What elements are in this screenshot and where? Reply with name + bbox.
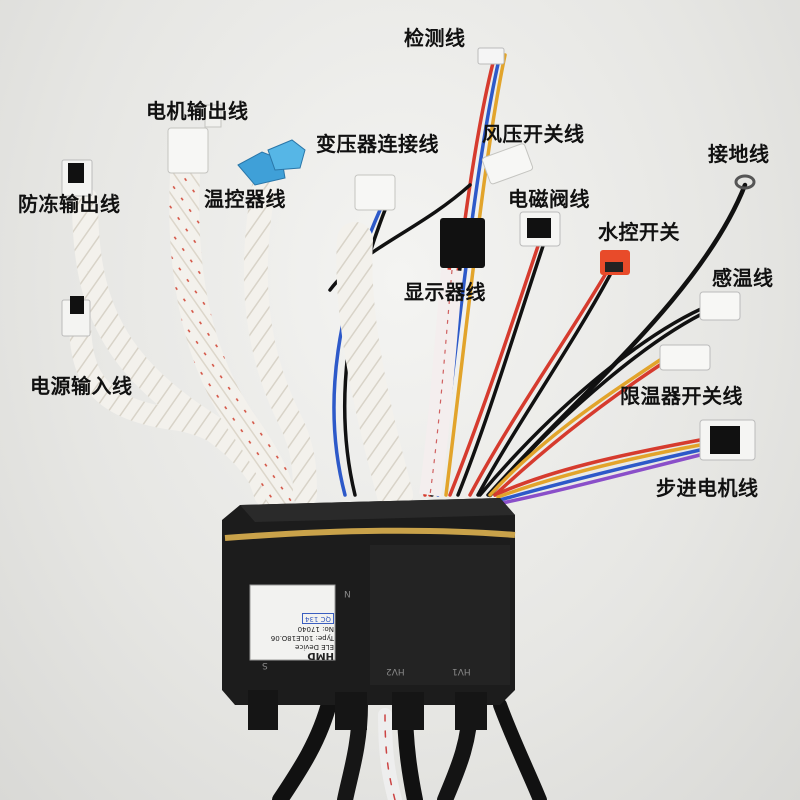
label-bianyaqi: 变压器连接线	[316, 132, 439, 156]
connectors	[61, 47, 756, 461]
braided-sleeves	[69, 160, 413, 513]
sticker-brand: HMD	[307, 650, 334, 661]
marking-s: S	[262, 660, 268, 670]
sticker-type: Type: 10LE18O.06	[270, 634, 334, 642]
label-dianyuan: 电源输入线	[30, 374, 133, 398]
label-jiance: 检测线	[404, 26, 466, 50]
label-xianwen: 限温器开关线	[620, 384, 743, 408]
label-diancifa: 电磁阀线	[508, 187, 590, 211]
label-xianshi: 显示器线	[404, 280, 486, 304]
sticker-text: HMD ELE Device Type: 10LE18O.06 No: 1704…	[252, 588, 334, 661]
label-ganwen: 感温线	[712, 266, 774, 290]
marking-hv2: HV2	[386, 666, 405, 676]
label-dianji-shuchu: 电机输出线	[146, 99, 249, 123]
sticker-subtitle: ELE Device	[295, 643, 334, 651]
label-fangdong: 防冻输出线	[18, 192, 121, 216]
module-sticker	[249, 584, 336, 661]
marking-hv1: HV1	[452, 666, 471, 676]
label-jiedi: 接地线	[708, 142, 770, 166]
marking-n: N	[344, 588, 351, 598]
sticker-no: No: 17040	[297, 625, 334, 633]
control-module	[222, 498, 516, 730]
label-wenkong: 温控器线	[204, 187, 286, 211]
label-fengya: 风压开关线	[482, 122, 585, 146]
ribbon-cable	[419, 269, 463, 497]
label-shuikong: 水控开关	[598, 220, 680, 244]
label-bujin: 步进电机线	[656, 476, 759, 500]
sticker-qc-stamp: QC 134	[302, 613, 334, 624]
